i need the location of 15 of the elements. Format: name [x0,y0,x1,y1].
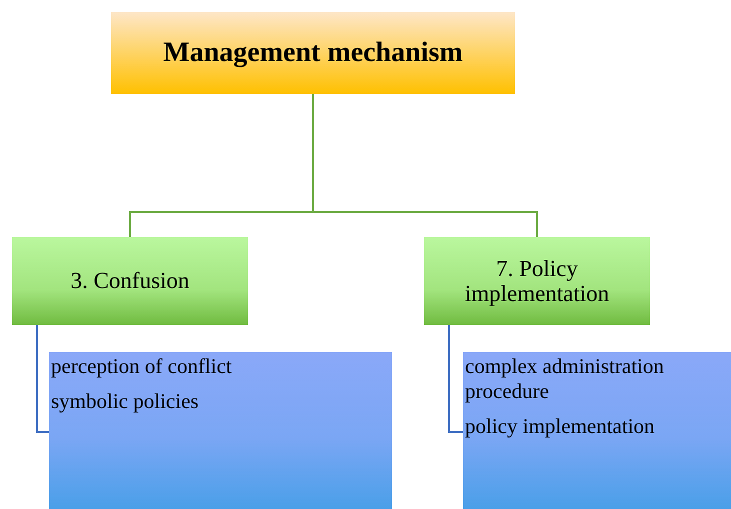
category-box [12,237,248,325]
detail-box [49,352,392,509]
heading-text: Management mechanism [163,37,463,69]
connector-line [36,325,49,433]
detail-text: symbolic policies [51,389,199,414]
category-label: 7. Policy implementation [464,256,610,306]
detail-box [463,352,731,509]
detail-text: policy implementation [465,414,655,440]
title-box [111,12,515,94]
detail-text: complex administration procedure [465,354,665,404]
connector-line [312,94,538,237]
category-box [424,237,650,325]
detail-text: perception of conflict [51,354,232,380]
category-label: 3. Confusion [70,268,190,294]
connector-line [448,325,463,433]
